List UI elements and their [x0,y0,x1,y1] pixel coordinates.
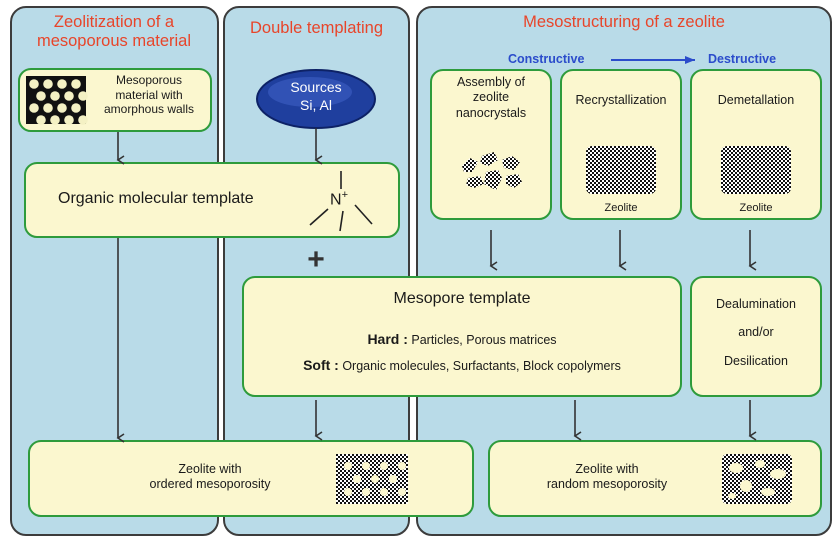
dealumination-text: Dealumination and/or Desilication [690,296,822,369]
mesoporous-material-label: Mesoporous material with amorphous walls [103,73,195,117]
ammonium-ion: N+ [330,189,348,210]
hard-label: Hard : [367,331,408,347]
dealumination-line-3: Desilication [724,353,788,368]
organic-template-box [24,162,400,238]
random-mesoporosity-box [488,440,822,517]
recrystallization-caption: Zeolite [604,202,638,214]
positive-charge: + [341,189,348,201]
soft-template-line: Soft : Organic molecules, Surfactants, B… [242,357,682,374]
soft-label: Soft : [303,357,339,373]
random-mesoporosity-label: Zeolite with random mesoporosity [546,462,668,492]
sources-line-2: Si, Al [300,97,332,114]
dealumination-line-1: Dealumination [716,297,796,311]
recrystallization-title: Recrystallization [575,93,667,107]
hard-examples: Particles, Porous matrices [407,333,557,347]
nanocrystals-icon [462,152,522,190]
panel-title-zeolitization: Zeolitization of a mesoporous material [36,13,192,51]
sources-line-1: Sources [290,79,342,95]
label-destructive: Destructive [708,52,777,66]
ordered-zeolite-icon [336,454,408,504]
demetallation-caption: Zeolite [739,202,773,214]
hard-template-line: Hard : Particles, Porous matrices [242,331,682,348]
plus-sign: + [307,243,325,276]
panel-title-double-templating: Double templating [250,19,383,37]
nitrogen-symbol: N [330,191,342,209]
random-zeolite-icon [722,454,792,504]
dealumination-box [690,276,822,397]
assembly-label: Assembly of zeolite nanocrystals [455,75,527,120]
assembly-box [430,69,552,220]
label-constructive: Constructive [508,52,585,66]
dealumination-line-2: and/or [738,325,774,340]
ordered-mesoporosity-label: Zeolite with ordered mesoporosity [149,462,271,492]
demetallation-zeolite-icon [721,146,791,194]
mesopore-template-title: Mesopore template [393,290,531,307]
demetallation-box [690,69,822,220]
recrystallization-zeolite-icon [586,146,656,194]
mesopore-template-box [242,276,682,397]
recrystallization-box [560,69,682,220]
panel-title-mesostructuring: Mesostructuring of a zeolite [523,13,725,31]
mesoporous-structure-icon [26,76,88,125]
demetallation-title: Demetallation [717,93,795,107]
sources-label: Sources Si, Al [258,78,374,114]
soft-examples: Organic molecules, Surfactants, Block co… [338,359,621,373]
organic-template-label: Organic molecular template [58,190,254,207]
